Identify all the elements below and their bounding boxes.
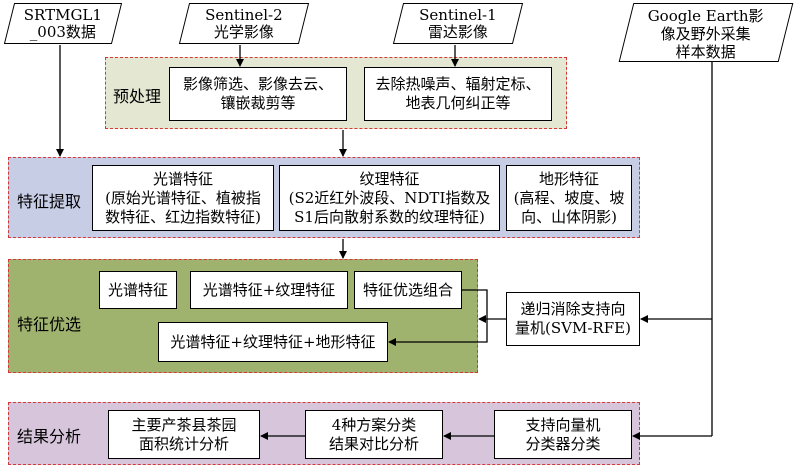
terrain-features-box: 地形特征 (高程、坡度、坡 向、山体阴影)	[506, 165, 632, 231]
option-spectral-texture-box: 光谱特征+纹理特征	[190, 271, 348, 309]
feature-selection-label: 特征优选	[17, 315, 82, 334]
scheme-comparison-box: 4种方案分类 结果对比分析	[305, 410, 443, 459]
option-spectral-box: 光谱特征	[99, 271, 177, 309]
texture-features-box: 纹理特征 (S2近红外波段、NDTI指数及 S1后向散射系数的纹理特征)	[279, 165, 500, 231]
spectral-features-box: 光谱特征 (原始光谱特征、植被指 数特征、红边指数特征)	[92, 165, 274, 231]
area-statistics-box: 主要产茶县茶园 面积统计分析	[108, 410, 260, 459]
preprocess-s1-box: 去除热噪声、辐射定标、 地表几何纠正等	[364, 67, 552, 121]
svm-rfe-box: 递归消除支持向 量机(SVM-RFE)	[506, 292, 640, 346]
result-analysis-label: 结果分析	[17, 427, 82, 446]
svm-classifier-box: 支持向量机 分类器分类	[494, 410, 632, 459]
feature-extraction-label: 特征提取	[17, 192, 82, 211]
preprocess-label: 预处理	[113, 87, 162, 106]
preprocess-s2-box: 影像筛选、影像去云、 镶嵌裁剪等	[169, 67, 347, 121]
option-spectral-texture-terrain-box: 光谱特征+纹理特征+地形特征	[158, 322, 388, 362]
arrow-combo-connector	[388, 289, 488, 346]
option-optimized-combo-box: 特征优选组合	[354, 271, 462, 309]
